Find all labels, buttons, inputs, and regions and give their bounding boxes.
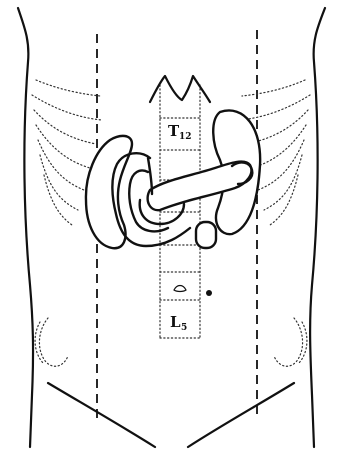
- navel: [174, 286, 186, 292]
- upper-vertebra-number: 12: [179, 132, 192, 142]
- vertebra-label-lower: L 5: [170, 313, 187, 333]
- vertebra-label-upper: T 12: [168, 122, 192, 142]
- vertebral-column: [160, 85, 200, 338]
- lower-vertebra-number: 5: [181, 323, 187, 333]
- diaphragm-outline: [150, 76, 210, 102]
- lower-vertebra-letter: L: [170, 313, 181, 331]
- jejunum-stub: [196, 222, 216, 248]
- left-kidney: [86, 136, 132, 248]
- navel-dot: [206, 290, 212, 296]
- torso-outline: [18, 8, 325, 447]
